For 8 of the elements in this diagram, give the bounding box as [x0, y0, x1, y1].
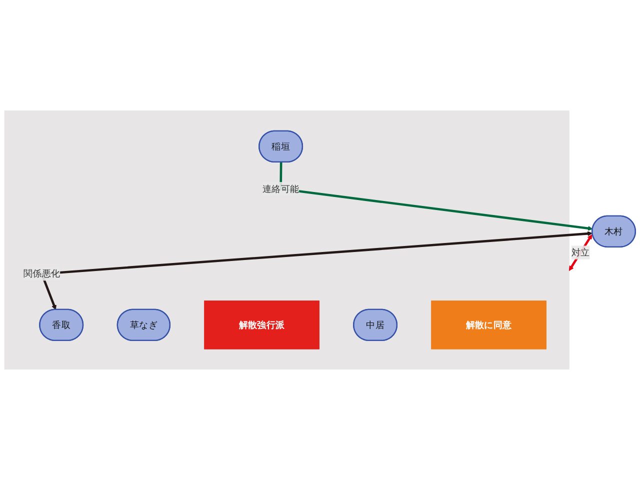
arrow: [280, 162, 593, 231]
node-box: 解散に同意: [431, 300, 546, 350]
cluster: [4, 110, 570, 370]
edge-label: 対立: [571, 246, 590, 258]
arrow: [568, 234, 592, 271]
node-box: 解散強行派: [204, 300, 320, 350]
edge-label: 連絡可能: [262, 183, 300, 194]
edge-label: 関係悪化: [23, 268, 60, 280]
